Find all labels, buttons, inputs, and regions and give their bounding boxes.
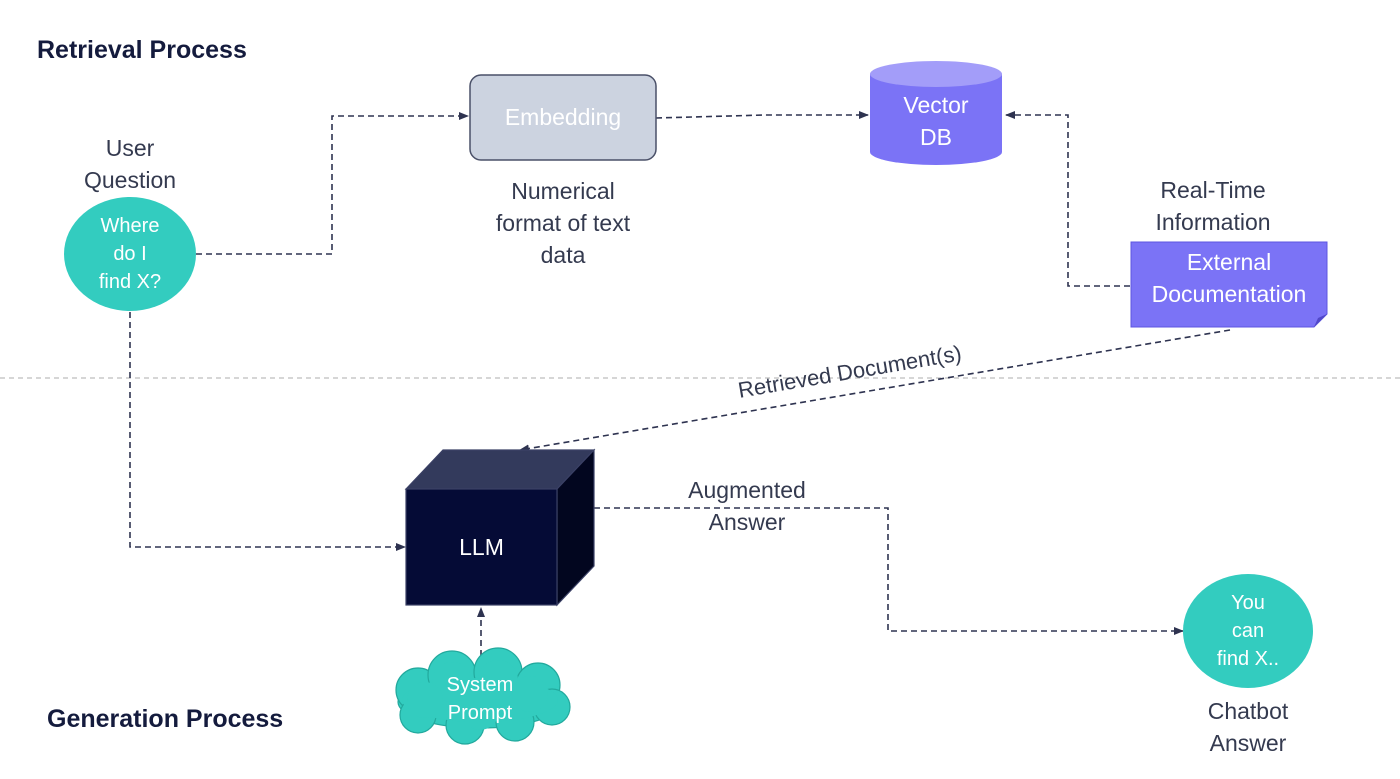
chatbot-answer-text: You can find X.. <box>1216 592 1280 670</box>
arrow-llm-to-answer <box>594 507 1184 635</box>
llm-label: LLM <box>459 533 504 560</box>
vector-db-cylinder <box>870 61 1002 165</box>
system-prompt-label: System Prompt <box>446 674 514 724</box>
embedding-caption: Numerical format of text data <box>495 178 631 268</box>
embedding-label: Embedding <box>504 104 622 130</box>
llm-cube <box>404 448 596 607</box>
arrow-question-to-embedding <box>196 112 469 255</box>
external-docs-label: External Documentation <box>1151 249 1307 307</box>
vector-db-label: Vector DB <box>903 92 969 150</box>
arrow-docs-to-vectordb <box>1005 111 1130 287</box>
external-docs-caption: Real-Time Information <box>1155 177 1271 235</box>
user-question-bubble <box>64 197 196 311</box>
arrow-embedding-to-vectordb <box>655 111 869 119</box>
embedding-box <box>469 74 657 161</box>
chatbot-answer-bubble <box>1183 574 1313 688</box>
system-prompt-cloud <box>395 647 571 745</box>
user-question-caption: User Question <box>83 135 177 193</box>
chatbot-answer-caption: Chatbot Answer <box>1207 698 1289 756</box>
arrow-question-to-llm <box>129 312 406 551</box>
arrow-retrieved-docs-to-llm <box>519 329 1231 453</box>
external-docs-shape <box>1130 241 1328 328</box>
retrieval-process-title: Retrieval Process <box>37 36 247 64</box>
retrieved-documents-label: Retrieved Document(s) <box>736 340 963 402</box>
augmented-answer-label: Augmented Answer <box>688 477 806 535</box>
generation-process-title: Generation Process <box>47 705 284 733</box>
user-question-text: Where do I find X? <box>98 215 162 293</box>
